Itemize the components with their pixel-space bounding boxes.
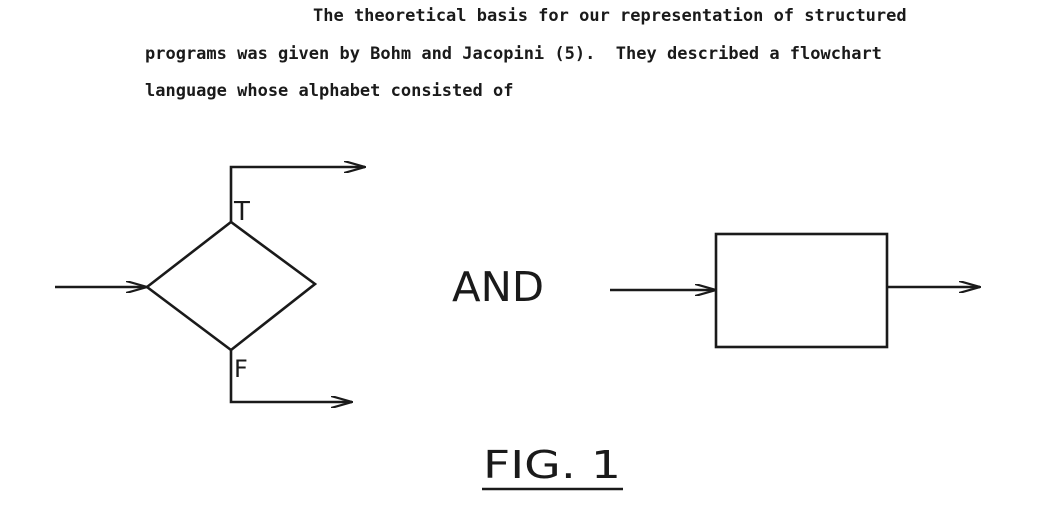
- false-label: F: [234, 355, 248, 383]
- decision-symbol: [55, 167, 365, 402]
- and-connector-text: AND: [452, 263, 544, 311]
- flowchart-drawing: T F AND FIG. 1: [55, 140, 1058, 491]
- decision-diamond: [144, 220, 318, 352]
- paragraph-line-2: programs was given by Bohm and Jacopini …: [145, 44, 882, 64]
- flowchart-figure: T F AND FIG. 1: [0, 140, 1058, 508]
- process-symbol: [610, 232, 980, 349]
- true-branch-arrow: [229, 167, 365, 222]
- false-branch-arrow: [229, 350, 352, 402]
- figure-caption: FIG. 1: [483, 443, 621, 487]
- paragraph-line-3: language whose alphabet consisted of: [145, 81, 514, 101]
- paragraph-line-1: The theoretical basis for our representa…: [313, 6, 907, 26]
- process-box: [714, 232, 889, 349]
- body-paragraph: The theoretical basis for our representa…: [0, 0, 1058, 140]
- true-label: T: [233, 197, 250, 227]
